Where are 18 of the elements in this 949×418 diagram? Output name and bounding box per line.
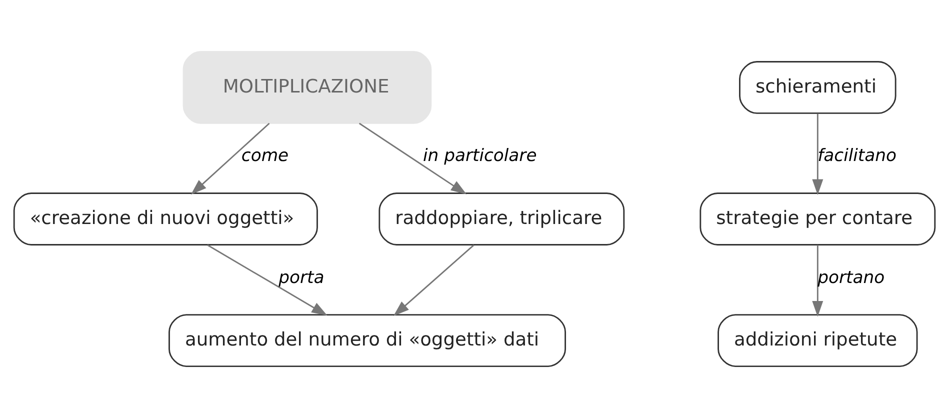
edge-label: portano [818,268,885,288]
arrow [812,245,824,317]
edge-label: facilitano [818,146,896,166]
node-box: «creazione di nuovi oggetti» [13,192,318,246]
arrow [358,122,467,194]
arrow [207,244,328,316]
arrow [190,122,270,195]
arrow [812,114,824,196]
node-box: schieramenti [739,61,896,114]
edge-label: porta [278,268,324,288]
edge-label: in particolare [423,146,537,166]
node-box: raddoppiare, triplicare [378,192,625,246]
node-box: addizioni ripetute [718,314,918,367]
node-box: aumento del numero di «oggetti» dati [168,314,566,367]
arrow [393,244,474,316]
node-box: MOLTIPLICAZIONE [182,51,432,124]
node-box: strategie per contare [700,192,936,246]
edge-label: come [241,146,289,166]
